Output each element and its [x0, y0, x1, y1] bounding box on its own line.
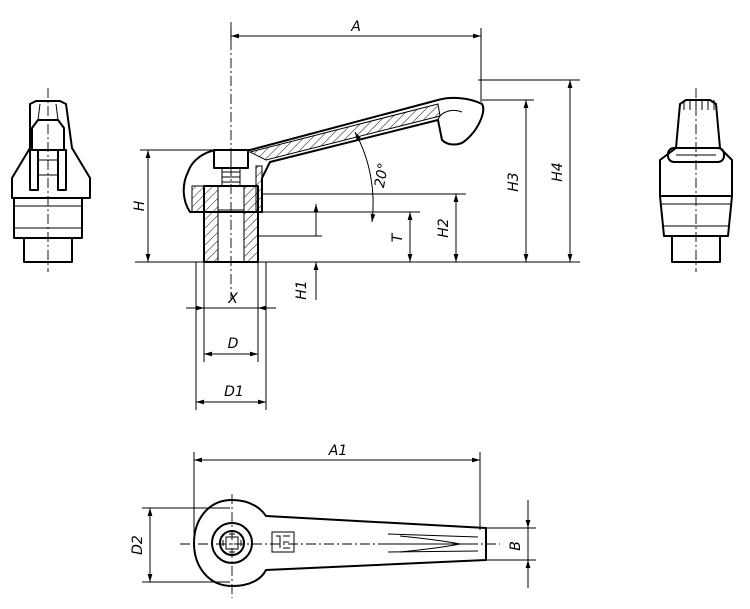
dimension-h: H — [132, 149, 214, 262]
label-d: D — [228, 336, 239, 352]
left-end-view — [11, 88, 91, 272]
angle-dimension: 20° — [354, 131, 392, 223]
label-h1: H1 — [294, 280, 310, 299]
label-h3: H3 — [506, 172, 522, 191]
dimension-h3: H3 — [482, 99, 534, 262]
label-t: T — [390, 232, 406, 242]
top-view — [180, 494, 500, 598]
dimension-t: T — [258, 211, 420, 262]
label-d2: D2 — [130, 535, 146, 555]
label-h: H — [132, 200, 148, 211]
dimension-d1: D1 — [195, 262, 267, 410]
label-h4: H4 — [550, 162, 566, 181]
label-angle: 20° — [372, 162, 392, 189]
dimension-a1: A1 — [193, 443, 481, 540]
dimension-a: A — [230, 19, 482, 102]
label-a: A — [350, 19, 361, 35]
label-h2: H2 — [436, 218, 452, 238]
dimension-h4: H4 — [478, 79, 580, 262]
dimension-x: X — [186, 262, 276, 318]
main-side-view — [182, 22, 485, 300]
label-a1: A1 — [328, 443, 347, 459]
dimension-b: B — [486, 500, 536, 588]
dimension-d: D — [203, 318, 259, 362]
brand-logo — [271, 531, 295, 553]
right-end-view — [659, 88, 733, 272]
dimension-h1: H1 — [258, 204, 322, 300]
label-b: B — [508, 541, 524, 551]
label-x: X — [227, 291, 238, 307]
label-d1: D1 — [224, 384, 244, 400]
dimension-d2: D2 — [130, 507, 230, 583]
dimension-h2: H2 — [262, 193, 466, 262]
